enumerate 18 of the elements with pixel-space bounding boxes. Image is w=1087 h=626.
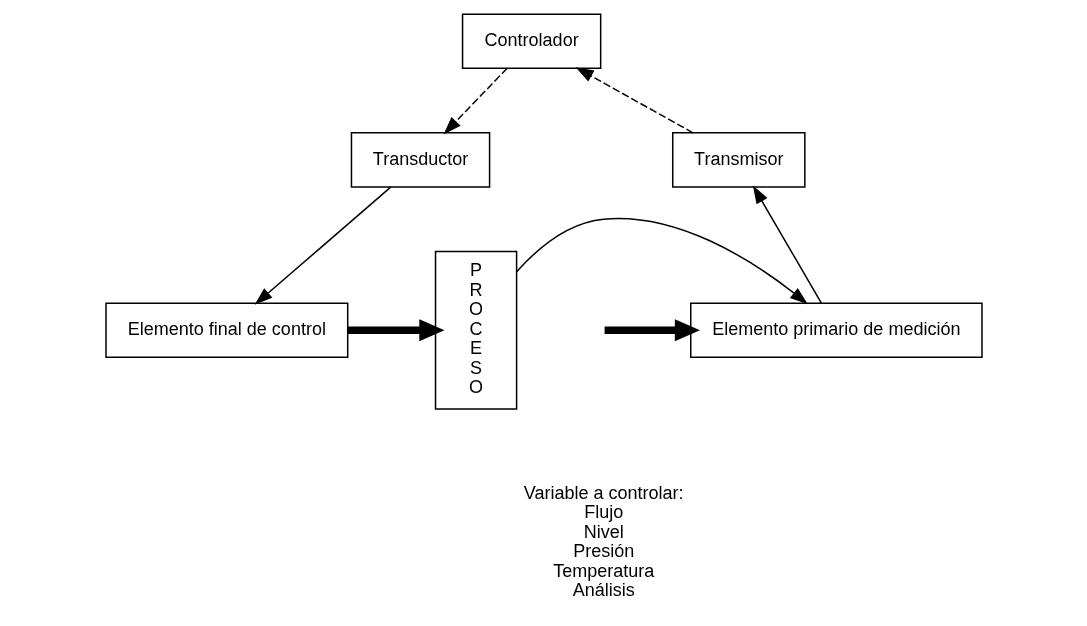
node-box: Transmisor bbox=[671, 132, 806, 188]
node-box: Transductor bbox=[350, 132, 490, 188]
label: Flujo bbox=[583, 502, 623, 523]
arrow bbox=[254, 186, 391, 305]
arrow bbox=[347, 319, 444, 342]
node-box: Elemento final de control bbox=[104, 302, 348, 359]
arrow bbox=[575, 67, 694, 134]
arrow bbox=[515, 217, 808, 305]
label: Nivel bbox=[583, 521, 624, 542]
node-box: Controlador bbox=[461, 13, 601, 70]
node-box: PROCESO bbox=[434, 250, 517, 410]
arrow bbox=[443, 67, 508, 135]
label: Presión bbox=[572, 541, 634, 562]
arrow bbox=[752, 185, 822, 304]
label: Variable a controlar: bbox=[523, 482, 684, 503]
label: Análisis bbox=[572, 580, 635, 601]
label: Temperatura bbox=[552, 560, 654, 581]
node-box: Elemento primario de medición bbox=[689, 302, 983, 359]
